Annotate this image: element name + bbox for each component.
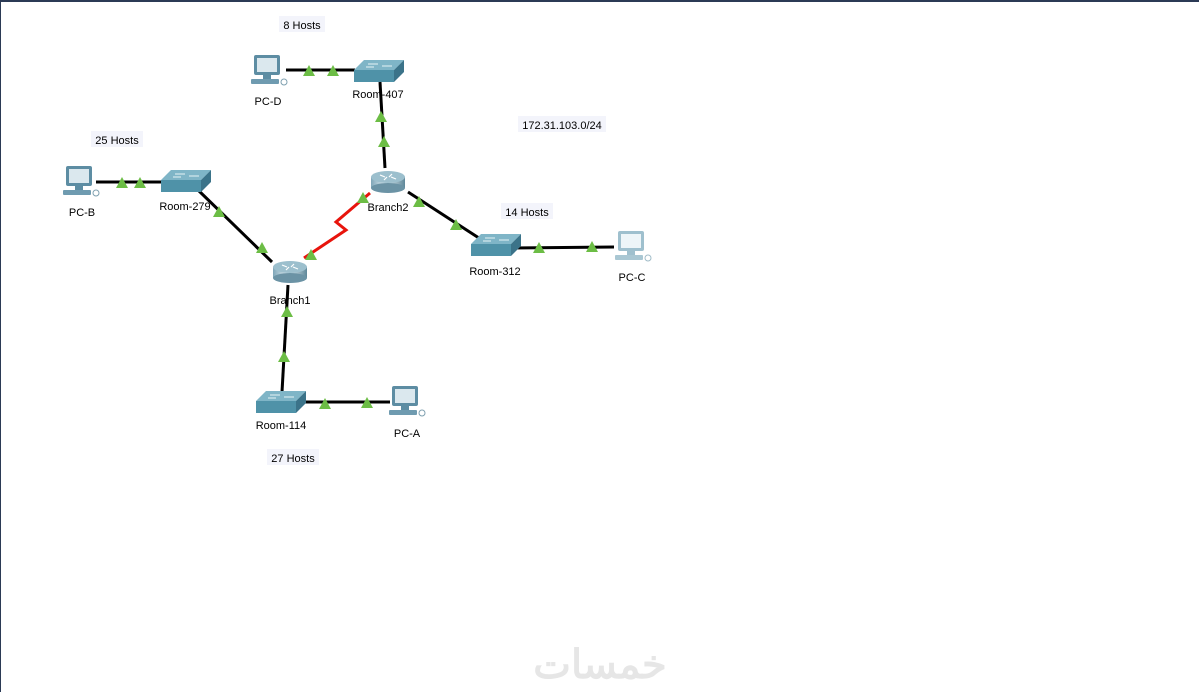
note-25-hosts[interactable]: 25 Hosts: [95, 135, 139, 147]
label-room-114[interactable]: Room-114: [256, 420, 307, 432]
label-room-312[interactable]: Room-312: [469, 266, 520, 278]
note-14-hosts[interactable]: 14 Hosts: [505, 207, 549, 219]
label-room-279[interactable]: Room-279: [159, 201, 210, 213]
pc-icon[interactable]: [614, 230, 652, 262]
label-pc-b[interactable]: PC-B: [69, 207, 95, 219]
pc-icon[interactable]: [250, 54, 288, 86]
pc-icon[interactable]: [388, 385, 426, 417]
switch-icon[interactable]: [255, 390, 307, 414]
label-room-407[interactable]: Room-407: [352, 89, 403, 101]
router-icon[interactable]: [272, 260, 308, 284]
switch-icon[interactable]: [160, 169, 212, 193]
serial-link-branch1-branch2[interactable]: [303, 191, 371, 260]
note-8-hosts[interactable]: 8 Hosts: [283, 20, 321, 32]
note-network-address[interactable]: 172.31.103.0/24: [522, 120, 602, 132]
watermark-logo: خمسات: [533, 643, 666, 687]
switch-icon[interactable]: [353, 59, 405, 83]
switch-icon[interactable]: [470, 233, 522, 257]
label-pc-a[interactable]: PC-A: [394, 428, 421, 440]
label-pc-d[interactable]: PC-D: [255, 96, 282, 108]
label-branch2[interactable]: Branch2: [368, 202, 409, 214]
link-room312-pcc[interactable]: [511, 245, 615, 250]
note-27-hosts[interactable]: 27 Hosts: [271, 453, 315, 465]
link-room407-branch2[interactable]: [378, 81, 387, 169]
pc-icon[interactable]: [62, 165, 100, 197]
label-pc-c[interactable]: PC-C: [619, 272, 646, 284]
router-icon[interactable]: [370, 170, 406, 194]
label-branch1[interactable]: Branch1: [270, 295, 311, 307]
link-branch1-room114[interactable]: [280, 284, 290, 393]
